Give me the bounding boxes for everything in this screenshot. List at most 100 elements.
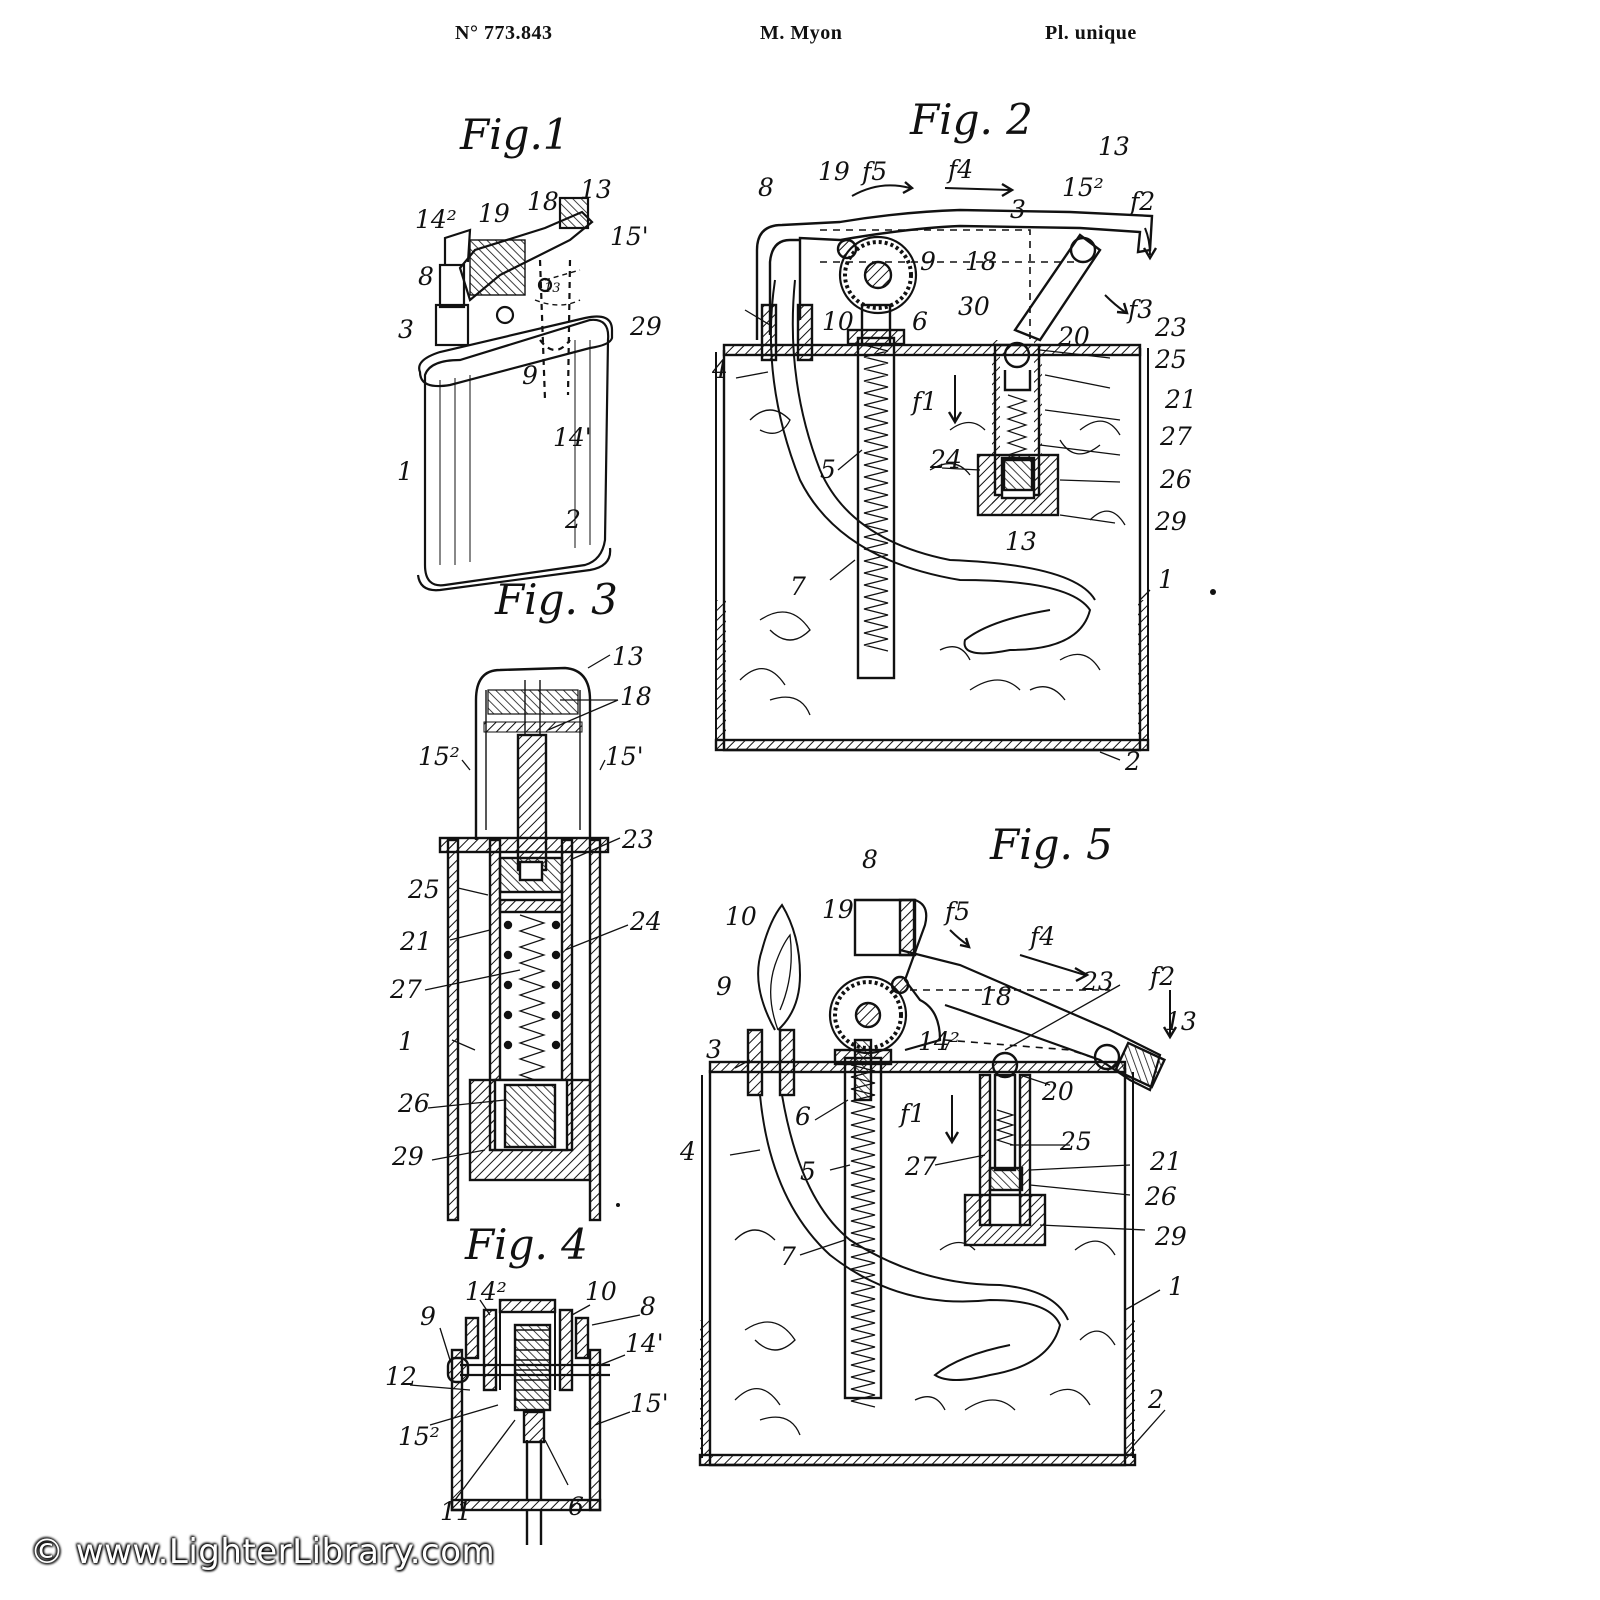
ref-label: 29	[629, 312, 662, 341]
ref-label: 10	[725, 902, 757, 931]
ref-label: 14'	[553, 423, 592, 452]
patent-number: N° 773.843	[455, 22, 553, 44]
ref-label: 20	[1057, 322, 1090, 351]
ref-label: 13	[1165, 1007, 1197, 1036]
ref-label: 27	[1159, 422, 1192, 451]
ref-label: 18	[620, 682, 652, 711]
ref-label: 23	[1154, 313, 1187, 342]
ref-label: 7	[780, 1242, 796, 1271]
ref-label: 4	[711, 355, 728, 384]
ref-label: 8	[862, 845, 878, 874]
ref-label: 26	[1159, 465, 1192, 494]
ref-label: 23	[621, 825, 654, 854]
ref-label: f2	[1148, 962, 1175, 991]
ref-label: 3	[398, 315, 414, 344]
ref-label: 26	[1144, 1182, 1177, 1211]
ref-label: 8	[418, 262, 434, 291]
ref-label: 4	[679, 1137, 696, 1166]
ref-label: 1	[1158, 565, 1174, 594]
fig2-title: Fig. 2	[910, 95, 1033, 144]
ref-label: 13	[544, 281, 561, 296]
ref-label: 2	[564, 505, 581, 534]
ref-label: 14²	[415, 205, 457, 234]
ref-label: 10	[585, 1277, 617, 1306]
ref-label: 20	[1041, 1077, 1074, 1106]
ref-label: 21	[399, 927, 432, 956]
ref-label: 1	[1168, 1272, 1184, 1301]
ref-label: 25	[407, 875, 440, 904]
ref-label: 12	[385, 1362, 417, 1391]
ref-label: 6	[568, 1492, 584, 1521]
ref-label: 26	[397, 1089, 430, 1118]
ref-label: 5	[800, 1157, 816, 1186]
fig2-labels: 8 19 f5 f4 13 15² f2 3 9 18 f3 10 6 30 2…	[711, 132, 1197, 776]
ref-label: 2	[1124, 747, 1141, 776]
ref-label: 11	[440, 1497, 472, 1526]
inventor-name: M. Myon	[760, 22, 843, 44]
copyright-watermark: © www.LighterLibrary.com	[30, 1532, 496, 1572]
ref-label: 18	[965, 247, 997, 276]
ref-label: f4	[1028, 922, 1055, 951]
ref-label: 9	[920, 247, 936, 276]
ref-label: 1	[398, 1027, 414, 1056]
ref-label: 14²	[918, 1027, 960, 1056]
ref-label: f2	[1128, 187, 1155, 216]
fig4-title: Fig. 4	[465, 1220, 588, 1269]
ref-label: f5	[860, 157, 887, 186]
ref-label: 21	[1149, 1147, 1182, 1176]
ref-label: 6	[795, 1102, 811, 1131]
ref-label: 27	[389, 975, 422, 1004]
ref-label: 9	[522, 361, 538, 390]
ref-label: 30	[958, 292, 990, 321]
fig1-drawing	[416, 196, 614, 592]
ref-label: 8	[758, 173, 774, 202]
ref-label: 1	[397, 457, 413, 486]
ref-label: 27	[904, 1152, 937, 1181]
fig5-labels: 8 f5 19 f4 10 23 f2 9 18 13 3 14² 20 6 f…	[679, 845, 1197, 1414]
ref-label: 13	[612, 642, 644, 671]
ref-label: 29	[391, 1142, 424, 1171]
ref-label: 19	[478, 199, 510, 228]
ref-label: 6	[912, 307, 928, 336]
ref-label: 7	[790, 572, 806, 601]
ref-label: 5	[820, 455, 836, 484]
ref-label: 14²	[465, 1277, 507, 1306]
ref-label: 2	[1147, 1385, 1164, 1414]
fig1-title: Fig.1	[460, 110, 570, 159]
fig5-drawing	[698, 898, 1178, 1467]
ref-label: 14'	[625, 1329, 664, 1358]
ref-label: f3	[1126, 295, 1153, 324]
ref-label: 19	[822, 895, 854, 924]
ref-label: 24	[929, 445, 962, 474]
fig3-drawing	[424, 654, 629, 1222]
ref-label: 10	[822, 307, 854, 336]
ref-label: 13	[580, 175, 612, 204]
ref-label: f4	[946, 155, 973, 184]
ref-label: 25	[1059, 1127, 1092, 1156]
ref-label: 29	[1154, 1222, 1187, 1251]
fig4-labels: 10 14² 8 9 14' 12 15' 15² 11 6	[385, 1277, 669, 1526]
ref-label: 13	[1098, 132, 1130, 161]
ref-label: 18	[527, 187, 559, 216]
plate-label: Pl. unique	[1045, 22, 1137, 44]
fig1-labels: 14² 19 18 13 15' 8 3 29 9 14' 1 2 13	[397, 175, 662, 534]
ref-label: 18	[980, 982, 1012, 1011]
ref-label: f1	[910, 387, 937, 416]
ref-label: 13	[1005, 527, 1037, 556]
ref-label: 15'	[605, 742, 644, 771]
fig5-title: Fig. 5	[990, 820, 1113, 869]
fig3-title: Fig. 3	[495, 575, 618, 624]
ref-label: 24	[629, 907, 662, 936]
ref-label: 15²	[398, 1422, 440, 1451]
ref-label: f1	[898, 1099, 925, 1128]
ref-label: 3	[706, 1035, 722, 1064]
ref-label: 8	[640, 1292, 656, 1321]
ref-label: 9	[420, 1302, 436, 1331]
ref-label: 9	[716, 972, 732, 1001]
ref-label: 15'	[610, 222, 649, 251]
ref-label: 25	[1154, 345, 1187, 374]
fig3-labels: 13 18 15² 15' 23 25 24 21 27 1 26 29	[389, 642, 662, 1171]
fig4-drawing	[409, 1298, 641, 1545]
ref-label: 15'	[630, 1389, 669, 1418]
